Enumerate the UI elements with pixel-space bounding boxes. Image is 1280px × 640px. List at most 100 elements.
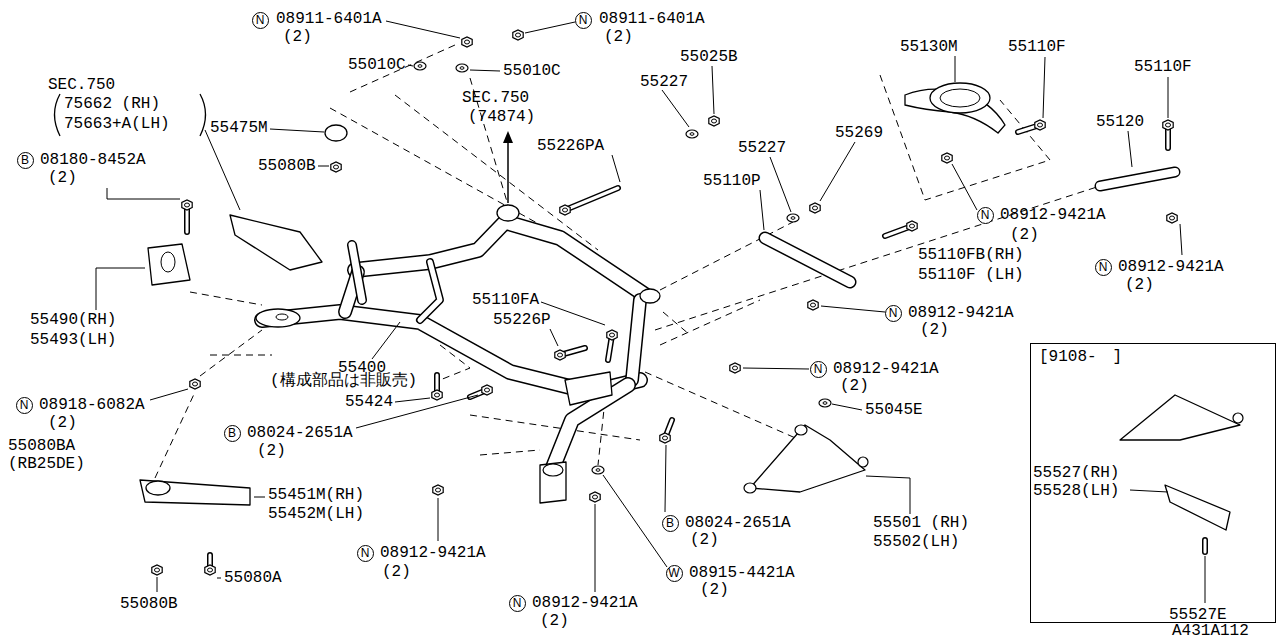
- callout-circle: B: [17, 152, 34, 169]
- mount-hole: [276, 314, 288, 320]
- subframe-tube-fill: [420, 262, 440, 320]
- nut-hole: [610, 333, 615, 337]
- leader-line: [550, 329, 558, 346]
- leader-line: [96, 268, 145, 310]
- leader-line: [372, 322, 400, 359]
- leader-line: [386, 21, 460, 38]
- part-label: 55226P: [493, 311, 551, 329]
- nut-hole: [465, 40, 470, 44]
- nut-symbol: [907, 221, 917, 231]
- part-label: 55502(LH): [873, 533, 959, 551]
- leader-line: [1168, 77, 1169, 118]
- nut-symbol: [660, 433, 670, 443]
- nut-symbol: [432, 390, 442, 400]
- washer-symbol: [819, 399, 831, 407]
- callout-circle: B: [224, 425, 241, 442]
- subframe-tube-fill: [632, 300, 640, 380]
- nut-symbol: [1163, 120, 1173, 130]
- part-label: 55080BA: [8, 437, 75, 455]
- nut-hole: [155, 568, 160, 572]
- dashed-guide: [210, 355, 272, 356]
- part-label: (2): [48, 414, 77, 432]
- part-label: 55451M(RH): [268, 486, 364, 504]
- part-label: 08180-8452A: [40, 151, 146, 169]
- callout-circle: N: [885, 305, 902, 322]
- callout-circle: N: [509, 595, 526, 612]
- leader-line: [150, 389, 188, 400]
- part-label: 55110FB(RH): [918, 246, 1024, 264]
- part-label: (2): [604, 28, 633, 46]
- nut-hole: [593, 495, 598, 499]
- nut-symbol: [810, 203, 820, 213]
- nut-symbol: [152, 565, 162, 575]
- callout-letter: W: [667, 566, 682, 581]
- dashed-guide: [470, 415, 640, 440]
- part-label: (2): [840, 377, 869, 395]
- bolt-symbol-fill: [565, 188, 618, 210]
- leader-line: [595, 504, 596, 592]
- subframe-tube: [352, 245, 362, 300]
- link-55120-fill: [1100, 172, 1175, 186]
- inset-label: 55527E: [1169, 606, 1227, 624]
- part-label: (2): [540, 612, 569, 630]
- washer-symbol: [592, 466, 604, 474]
- leader-line: [205, 130, 240, 210]
- leader-line: [770, 157, 791, 212]
- part-label: 55452M(LH): [268, 505, 364, 523]
- part-label: 55110F: [1008, 38, 1066, 56]
- callout-letter: N: [17, 398, 32, 413]
- part-label: 08912-9421A: [380, 544, 486, 562]
- part-label: 08024-2651A: [247, 424, 353, 442]
- part-label: 55227: [640, 73, 688, 91]
- bushing-symbol: [543, 464, 563, 476]
- arm-bushing: [795, 425, 807, 435]
- leader-line: [665, 445, 666, 512]
- part-label: (2): [382, 563, 411, 581]
- dashed-guide: [660, 300, 760, 345]
- inset-arm: [1120, 395, 1240, 440]
- nut-hole: [516, 33, 521, 37]
- subframe-tube: [632, 300, 640, 380]
- callout-letter: B: [225, 426, 240, 441]
- leader-line: [743, 368, 809, 369]
- dashed-guide: [880, 75, 1050, 200]
- washer-hole: [823, 402, 827, 405]
- nut-symbol: [482, 385, 492, 395]
- leader-line: [254, 497, 265, 498]
- link-55110P-fill: [765, 238, 850, 282]
- leader-line: [820, 142, 855, 201]
- bracket-paren: [200, 94, 206, 136]
- part-label: 55110F: [1134, 58, 1192, 76]
- arm-bushing: [744, 483, 756, 493]
- callout-circle: N: [357, 545, 374, 562]
- part-label: 55045E: [865, 401, 923, 419]
- nut-symbol: [331, 162, 341, 172]
- leader-line: [525, 22, 575, 33]
- nut-hole: [485, 388, 490, 392]
- callout-circle: N: [1095, 259, 1112, 276]
- part-label: 55025B: [680, 48, 738, 66]
- part-label: (2): [1010, 226, 1039, 244]
- callout-letter: B: [663, 516, 678, 531]
- bushing-55475M: [325, 125, 347, 141]
- part-label: 55226PA: [537, 137, 604, 155]
- part-label: 08911-6401A: [276, 10, 382, 28]
- callout-circle: B: [662, 515, 679, 532]
- nut-symbol: [730, 363, 740, 373]
- callout-letter: N: [1096, 260, 1111, 275]
- part-label: 08911-6401A: [599, 10, 705, 28]
- leader-line: [157, 577, 158, 592]
- inset-label: [9108- ]: [1039, 348, 1122, 366]
- callout-letter: N: [510, 596, 525, 611]
- nut-hole: [334, 165, 339, 169]
- callout-letter: N: [886, 306, 901, 321]
- link-55120: [1100, 172, 1175, 186]
- dashed-guide: [155, 392, 195, 478]
- dashed-guide: [660, 222, 793, 290]
- part-label: 08912-9421A: [1118, 258, 1224, 276]
- nut-symbol: [560, 205, 570, 215]
- part-label: (74874): [468, 108, 535, 126]
- nut-hole: [733, 366, 738, 370]
- callout-circle: W: [666, 565, 683, 582]
